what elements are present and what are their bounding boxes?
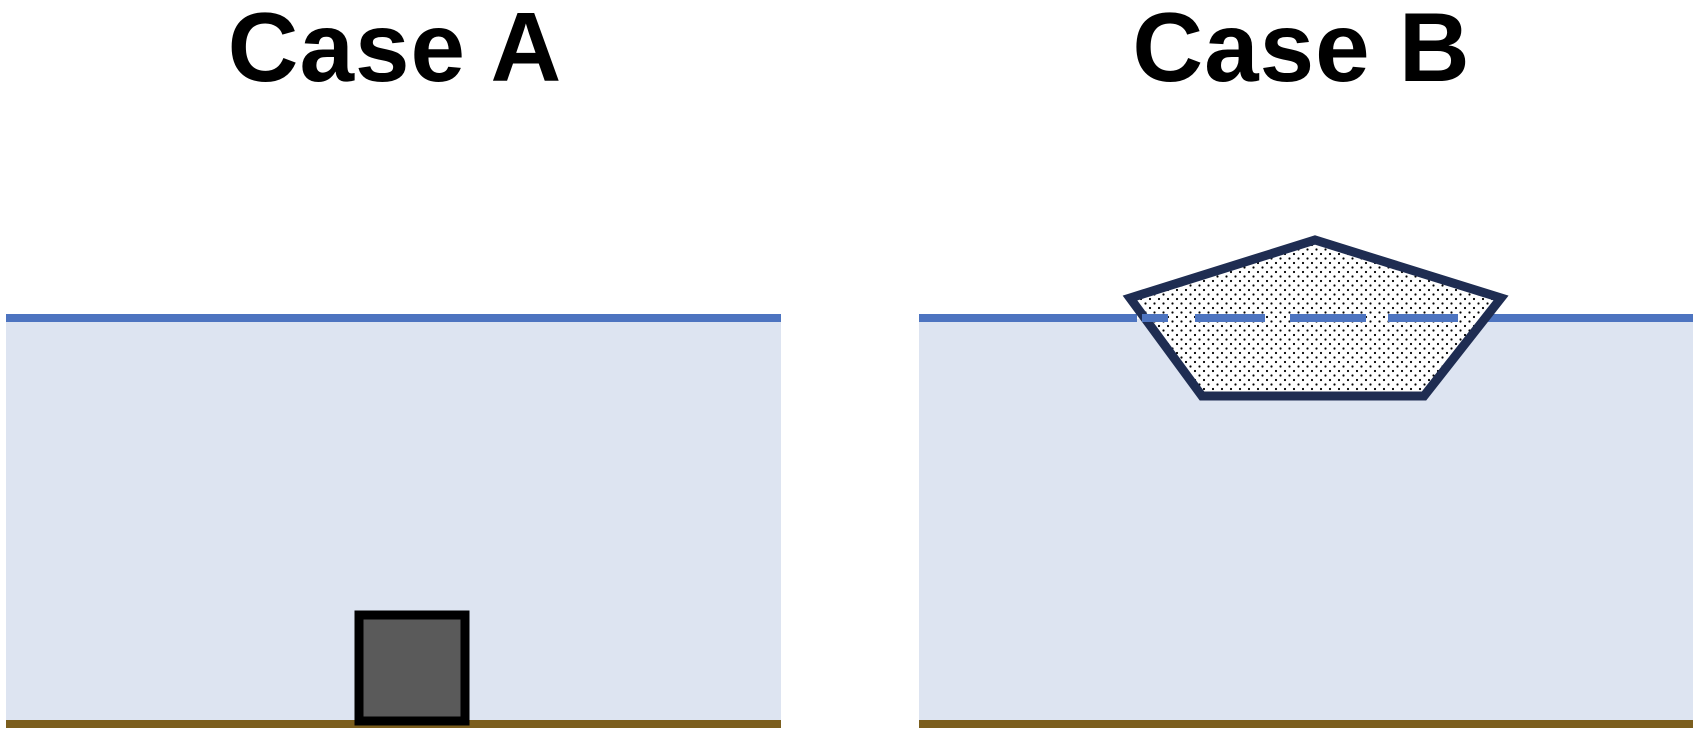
case-b-title: Case B [1132, 0, 1471, 102]
case-a-water-surface [6, 314, 781, 322]
case-b-water-surface-right [1485, 314, 1693, 322]
case-a-submerged-block [354, 610, 470, 726]
case-b-panel: Case B [905, 0, 1698, 732]
case-a-panel: Case A [0, 0, 790, 732]
case-a-title: Case A [227, 0, 563, 102]
case-b-water-surface-left [919, 314, 1137, 322]
case-b-seabed [919, 720, 1693, 728]
case-a-scene [6, 314, 781, 728]
case-b-scene [919, 235, 1693, 728]
case-b-internal-waterline [1142, 314, 1458, 322]
